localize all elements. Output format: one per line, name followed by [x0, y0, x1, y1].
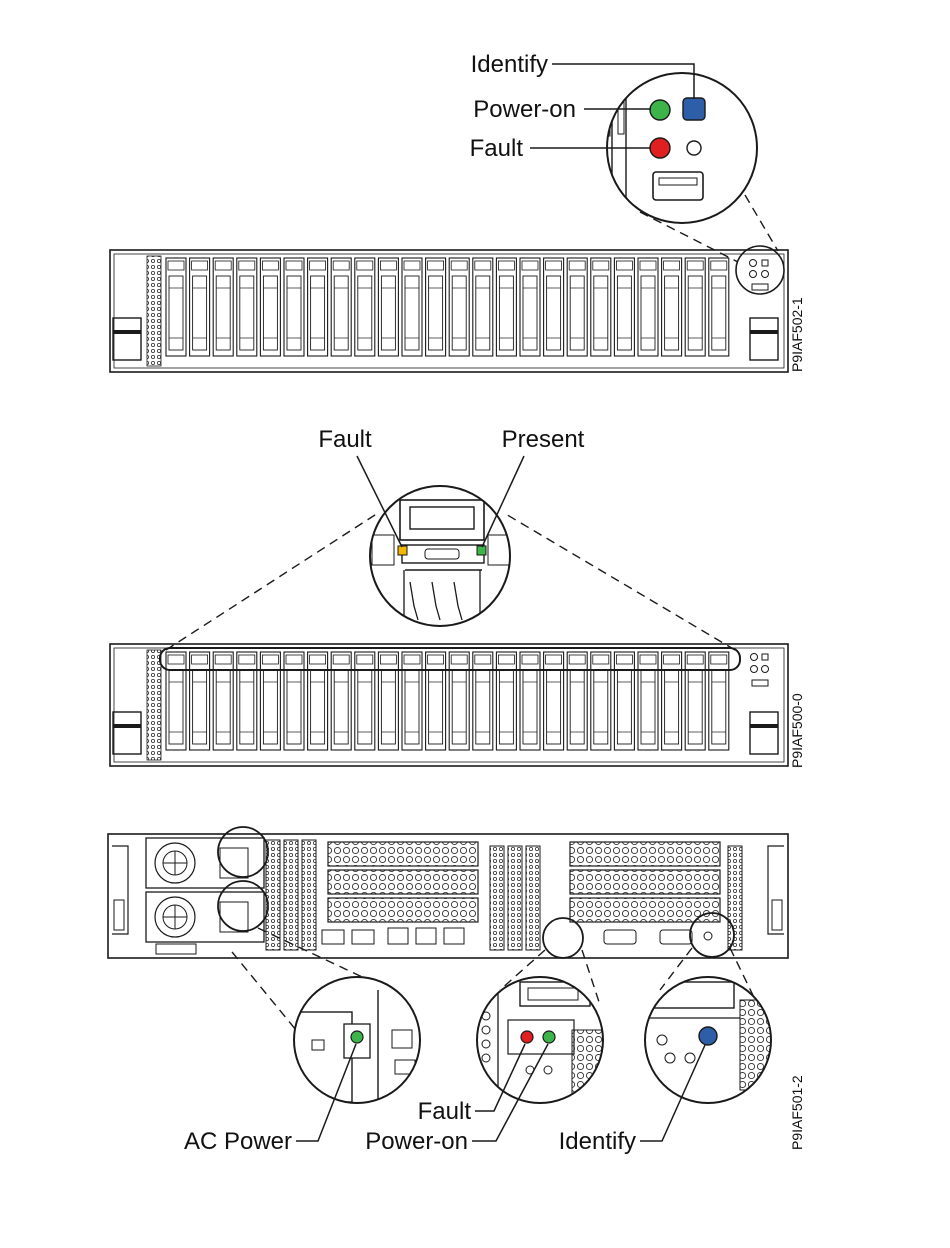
drive-bay [213, 258, 233, 356]
drive-bay [284, 258, 304, 356]
front-chassis-1 [110, 246, 788, 372]
drive-bay [685, 258, 705, 356]
rear-identify-led [699, 1027, 717, 1045]
drive-bay [166, 258, 186, 356]
ac-power-led [351, 1031, 363, 1043]
callout-power-on: Power-on [473, 96, 576, 123]
figure-id: P9IAF501-2 [789, 1075, 805, 1150]
drive-bay [591, 258, 611, 356]
drive-bay [237, 258, 257, 356]
drive-bay [567, 258, 587, 356]
drive-bay [520, 652, 540, 750]
drive-bay [449, 652, 469, 750]
drive-present-led [477, 546, 486, 555]
drive-bay [260, 258, 280, 356]
drive-bay [709, 258, 729, 356]
front-chassis-2 [110, 644, 788, 766]
identify-button [683, 98, 705, 120]
callout-ac-power: AC Power [184, 1128, 292, 1155]
drive-bay [213, 652, 233, 750]
drive-bay [260, 652, 280, 750]
drive-bay [709, 652, 729, 750]
drive-fault-led [398, 546, 407, 555]
drive-bay [496, 258, 516, 356]
callout-present: Present [502, 426, 585, 453]
drive-bay [284, 652, 304, 750]
drive-bay [166, 652, 186, 750]
drive-bay [638, 652, 658, 750]
drive-bay [567, 652, 587, 750]
callout-fault: Fault [470, 135, 524, 162]
drive-bay [685, 652, 705, 750]
magnified-system-leds [477, 977, 612, 1110]
figure-front-drive-leds: Fault Present P9IAF500-0 [110, 426, 805, 768]
drive-bay [473, 258, 493, 356]
callout-fault: Fault [318, 426, 372, 453]
drive-bay [402, 258, 422, 356]
figure-front-control-panel: Identify Power-on Fault P9IAF502-1 [110, 51, 805, 372]
magnified-drive-carrier [370, 486, 510, 626]
callout-power-on: Power-on [365, 1128, 468, 1155]
drive-bay [237, 652, 257, 750]
drive-bay [378, 258, 398, 356]
drive-bay [331, 258, 351, 356]
magnified-control-panel [604, 70, 757, 230]
drive-bay [402, 652, 422, 750]
drive-bay [355, 258, 375, 356]
drive-bay [378, 652, 398, 750]
magnified-identify [645, 977, 780, 1103]
drive-bay [190, 258, 210, 356]
drive-bay [331, 652, 351, 750]
callout-identify: Identify [471, 51, 548, 78]
unused-led [687, 141, 701, 155]
callout-fault: Fault [418, 1098, 472, 1125]
fault-led [650, 138, 670, 158]
drive-bay [355, 652, 375, 750]
callout-identify: Identify [559, 1128, 636, 1155]
drive-bay [520, 258, 540, 356]
drive-bay [638, 258, 658, 356]
drive-bay [662, 652, 682, 750]
drive-bay [614, 258, 634, 356]
drive-bay [190, 652, 210, 750]
figure-id: P9IAF502-1 [789, 297, 805, 372]
figure-rear-view: AC Power Fault Power-on Identify P9IAF50… [108, 827, 805, 1155]
drive-bay [614, 652, 634, 750]
drive-bay [496, 652, 516, 750]
drive-bay [426, 258, 446, 356]
rear-chassis [108, 827, 788, 958]
drive-bay [544, 652, 564, 750]
figure-id: P9IAF500-0 [789, 693, 805, 768]
drive-bay [591, 652, 611, 750]
drive-bay [308, 258, 328, 356]
drive-bay [308, 652, 328, 750]
drive-bay [473, 652, 493, 750]
rear-fault-led [521, 1031, 533, 1043]
drive-bay [449, 258, 469, 356]
magnified-ac-power [290, 977, 420, 1110]
power-on-led [650, 100, 670, 120]
rear-power-on-led [543, 1031, 555, 1043]
drive-bay [662, 258, 682, 356]
drive-bay [544, 258, 564, 356]
drive-bay [426, 652, 446, 750]
